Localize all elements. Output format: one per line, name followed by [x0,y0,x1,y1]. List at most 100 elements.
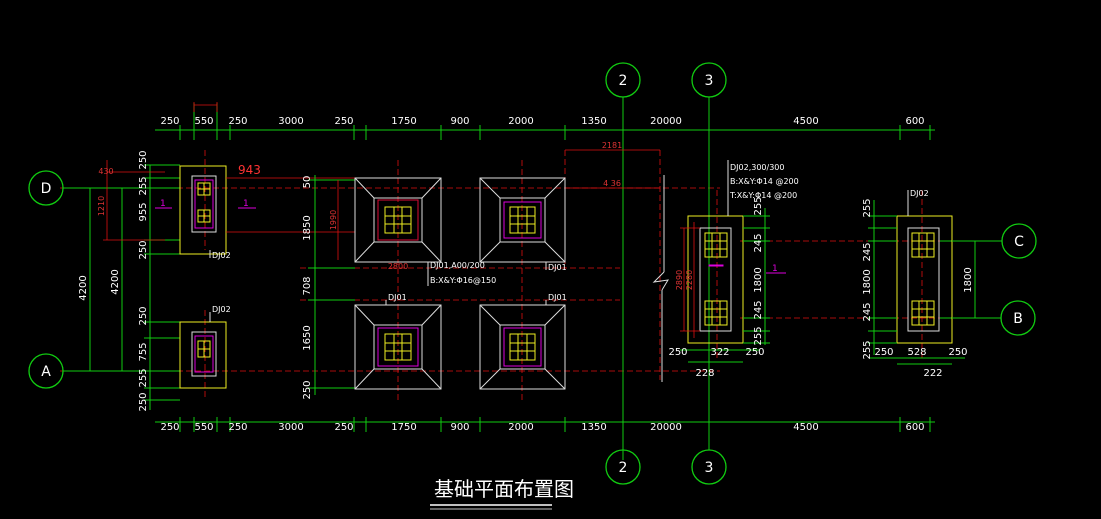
dim-top-7: 2000 [508,116,533,127]
label-dj02-b: DJ02 [212,305,231,314]
axis-bubbles: 2 3 2 3 D A C B [28,62,1037,485]
axis-label-D: D [41,181,52,197]
dj01-spec-line2: B:X&Y:Φ16@150 [430,276,496,285]
dj01-spec-line1: DJ01,A00/200 [430,261,485,270]
footing-dj02-far-right[interactable]: DJ02 [896,189,953,344]
footing-dj02-top-left[interactable]: 943 DJ02 1 1 [155,163,355,260]
dim-top-1: 550 [194,116,213,127]
axis-label-A: A [41,364,51,380]
dim-bottom-0: 250 [160,422,179,433]
label-dj01-a: DJ01 [548,263,567,272]
dim-bottom-3: 3000 [278,422,303,433]
drawing-title: 基础平面布置图 [430,477,574,510]
break-line [652,175,669,382]
dim-bottom-5: 1750 [391,422,416,433]
dim-top-4: 250 [334,116,353,127]
dj01-spec: DJ01,A00/200 B:X&Y:Φ16@150 [427,261,496,286]
axis-label-3-top: 3 [705,73,714,89]
dj02-spec-line3: T:X&Y:Φ14 @200 [729,191,797,200]
dj02-spec: DJ02,300/300 B:X&Y:Φ14 @200 T:X&Y:Φ14 @2… [727,160,799,216]
label-dj01-c: DJ01 [548,293,567,302]
far-right-dims: 255 245 1800 245 255 1800 250 528 250 22… [862,198,982,379]
footing-dj02-bottom-left[interactable]: DJ02 [179,305,231,389]
dim-mid-2800: 2800 [388,262,408,271]
dim-far-h528: 528 [907,347,926,358]
dim-left-1210: 1210 [97,196,106,216]
dim-mid-50: 50 [302,176,313,189]
mark-1-right: 1 [772,264,778,274]
dim-right-255b: 255 [753,326,764,345]
dim-bottom-1: 550 [194,422,213,433]
dim-far-1800c: 1800 [963,267,974,292]
dim-far-h222: 222 [923,368,942,379]
dim-bottom-7: 2000 [508,422,533,433]
footing-dj01-top-right[interactable]: DJ01 [479,177,567,272]
dim-left-250d: 250 [138,392,149,411]
dim-2890: 2890 [675,270,684,290]
dim-left-4200a: 4200 [78,275,89,300]
dim-right-1800a: 1800 [753,267,764,292]
dim-mid-2181: 2181 [602,141,622,150]
dim-mid-1990: 1990 [329,210,338,230]
grid-axis-lines [60,150,1000,400]
footing-dj01-bottom-right[interactable]: DJ01 [479,293,567,390]
dim-right-h250a: 250 [668,347,687,358]
axis-label-B: B [1013,311,1023,327]
axis-label-2-top: 2 [619,73,628,89]
axis-bubble-3-bottom[interactable] [691,449,727,485]
axis-label-2-bottom: 2 [619,460,628,476]
title-text: 基础平面布置图 [434,477,574,501]
dim-mid-250: 250 [302,380,313,399]
dim-mid-708: 708 [302,276,313,295]
axis-label-C: C [1014,234,1024,250]
dim-top-10: 4500 [793,116,818,127]
dim-bottom-2: 250 [228,422,247,433]
dim-far-h250c: 250 [874,347,893,358]
dim-right-255a: 255 [753,196,764,215]
dim-top-5: 1750 [391,116,416,127]
footing-dj01-top-left[interactable] [354,177,442,263]
dim-bottom-8: 1350 [581,422,606,433]
label-dj02-c: DJ02 [910,189,929,198]
dim-mid-436: 4 36 [603,179,621,188]
dim-top-9: 20000 [650,116,682,127]
dim-top-6: 900 [450,116,469,127]
dim-far-1800b: 1800 [862,269,873,294]
dim-far-255d: 255 [862,340,873,359]
dim-left-255a: 255 [138,176,149,195]
dim-far-245c: 245 [862,242,873,261]
axis-label-3-bottom: 3 [705,460,714,476]
dim-far-255c: 255 [862,198,873,217]
dim-2280: 2280 [685,270,694,290]
dim-left-4200b: 4200 [110,269,121,294]
dim-top-2: 250 [228,116,247,127]
label-dj02-a: DJ02 [212,251,231,260]
dim-bottom-4: 250 [334,422,353,433]
dim-bottom-9: 20000 [650,422,682,433]
dim-right-245b: 245 [753,300,764,319]
dim-943: 943 [238,163,261,177]
dim-right-h322: 322 [710,347,729,358]
dim-right-h250b: 250 [745,347,764,358]
dim-mid-1850: 1850 [302,215,313,240]
label-dj01-b: DJ01 [388,293,407,302]
dim-mid-1650: 1650 [302,325,313,350]
top-dimension-chain: 250 550 250 3000 250 1750 900 2000 1350 … [155,102,935,433]
dim-top-0: 250 [160,116,179,127]
dim-bottom-11: 600 [905,422,924,433]
left-dimension-chain: 250 255 955 250 4200 4200 250 755 255 25… [78,150,180,412]
dim-left-250c: 250 [138,306,149,325]
footing-dj02-axis3[interactable]: 2890 2280 1 [675,215,786,344]
dim-bottom-10: 4500 [793,422,818,433]
dim-right-245a: 245 [753,233,764,252]
dim-right-h228: 228 [695,368,714,379]
mid-dimension-chain: 50 1850 708 1650 250 1990 2800 2181 4 36 [302,141,660,400]
dim-left-955: 955 [138,202,149,221]
dim-top-11: 600 [905,116,924,127]
dj02-spec-line2: B:X&Y:Φ14 @200 [730,177,799,186]
footing-dj01-bottom-left[interactable]: DJ01 [354,293,442,390]
dim-top-8: 1350 [581,116,606,127]
axis-bubble-2-bottom[interactable] [605,449,641,485]
